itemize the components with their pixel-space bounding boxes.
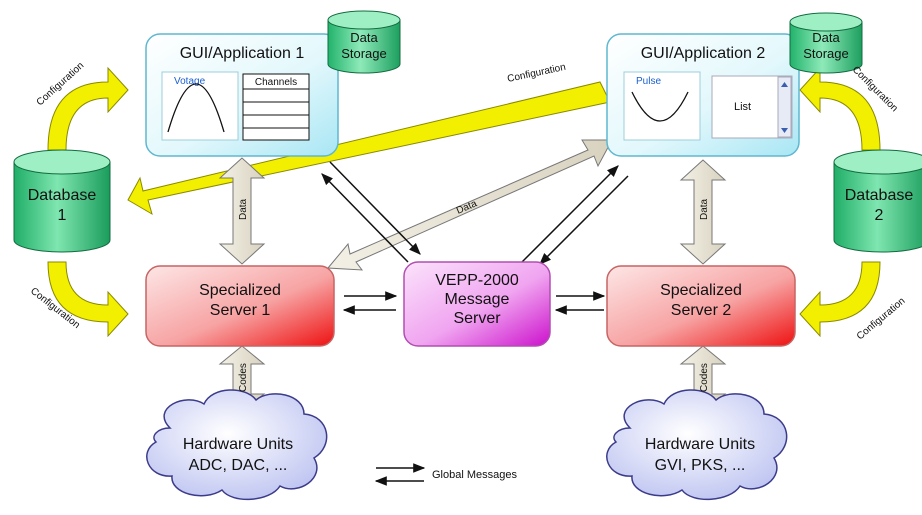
codes-label-right: Codes [699,363,710,392]
data-arrows [218,139,727,413]
storage2-line1: Data [812,30,840,45]
gui2-list-scrollbar [777,76,792,138]
config-arrow-db2-gui2 [799,66,881,151]
gui1-voltage-plot [161,71,239,141]
hw2-line1: Hardware Units [645,436,755,453]
pulse-curve-icon [631,91,689,122]
db1-line2: 1 [58,207,67,224]
data-storage-1: Data Storage [327,10,401,74]
server2-line2: Server 2 [671,302,732,319]
storage1-line2: Storage [341,46,387,61]
db2-line1: Database [845,187,914,204]
database-2: Database 2 [833,149,922,253]
gui2-list-label: List [734,101,751,113]
specialized-server-1: Specialized Server 1 [145,265,335,347]
voltage-curve-icon [167,83,225,133]
server1-line1: Specialized [199,282,281,299]
data-arrow-gui1-server1 [218,157,266,265]
config-arrows [47,66,881,338]
gui1-title: GUI/Application 1 [180,45,305,62]
gui2-plot-label: Pulse [636,76,661,87]
msg-arrow-gui1-to-msgserver [329,161,421,255]
scroll-down-icon [781,128,788,133]
specialized-server-2: Specialized Server 2 [606,265,796,347]
config-arrow-db1-server1 [47,261,129,338]
server2-line1: Specialized [660,282,742,299]
config-arrow-db2-server2 [799,261,881,338]
config-label-diagonal: Configuration [506,62,566,85]
hardware-units-cloud-1: Hardware Units ADC, DAC, ... [146,389,328,501]
server1-line2: Server 1 [210,302,271,319]
msg-arrow-msgserver-to-gui2 [521,165,619,263]
data-arrow-gui2-server2 [679,159,727,265]
hw1-line1: Hardware Units [183,436,293,453]
scroll-up-icon [781,82,788,87]
data-label-diagonal: Data [455,198,479,217]
gui1-plot-label: Votage [174,76,206,87]
config-arrow-db1-gui1 [47,66,129,151]
gui1-channels-table [242,73,310,141]
gui1-channels-header: Channels [255,77,297,88]
message-arrows [321,161,629,486]
msgserver-line2: Message [445,291,510,308]
msgserver-line3: Server [453,310,501,327]
gui2-title: GUI/Application 2 [641,45,766,62]
gui-application-1: GUI/Application 1 Votage Channels [145,33,339,157]
data-label-right: Data [699,198,710,220]
data-storage-2: Data Storage [789,12,863,74]
data-label-left: Data [238,198,249,220]
storage1-line1: Data [350,30,378,45]
message-server: VEPP-2000 Message Server [403,261,551,347]
legend-global-messages: Global Messages [432,469,517,481]
msgserver-line1: VEPP-2000 [435,272,519,289]
db2-line2: 2 [875,207,884,224]
msg-arrow-gui2-to-msgserver [539,175,629,265]
hw2-line2: GVI, PKS, ... [655,457,746,474]
storage2-line2: Storage [803,46,849,61]
db1-line1: Database [28,187,97,204]
gui-application-2: GUI/Application 2 Pulse List [606,33,800,157]
database-1: Database 1 [13,149,111,253]
gui2-pulse-plot [623,71,701,141]
config-arrow-gui2-db1 [127,81,611,216]
msg-arrow-msgserver-to-gui1 [321,173,409,263]
codes-label-left: Codes [238,363,249,392]
hw1-line2: ADC, DAC, ... [189,457,288,474]
hardware-units-cloud-2: Hardware Units GVI, PKS, ... [606,389,788,501]
